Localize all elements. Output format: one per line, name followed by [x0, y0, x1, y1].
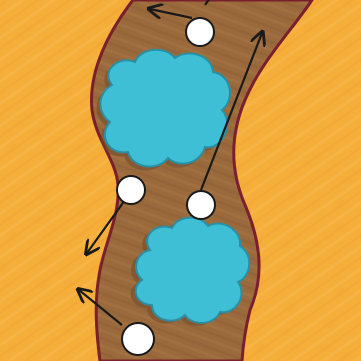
pool-water — [136, 218, 250, 323]
particle — [122, 323, 154, 355]
particle — [117, 176, 145, 204]
pore-pool-lower — [131, 218, 250, 326]
particle — [186, 18, 214, 46]
particle — [187, 191, 215, 219]
